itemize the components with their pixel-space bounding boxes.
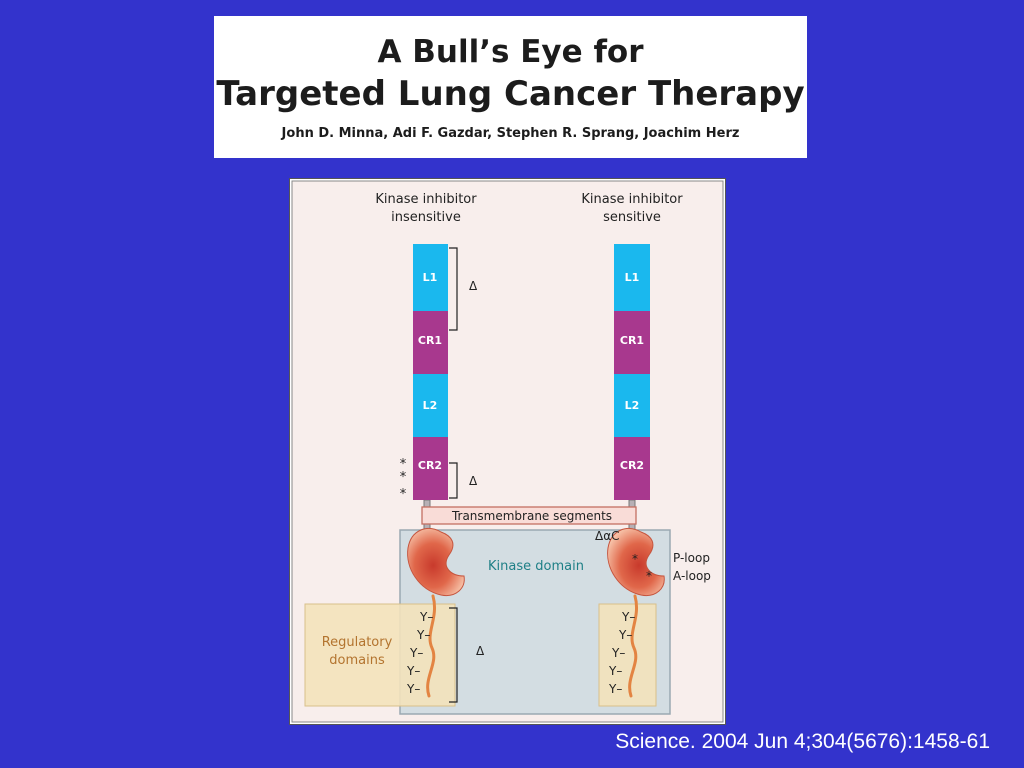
left-heading-line-2: insensitive (391, 210, 461, 225)
segment-label: CR2 (620, 459, 644, 472)
segment-l1-right (614, 244, 650, 311)
regulatory-label-line-1: Regulatory (322, 635, 393, 650)
receptor-column-right: L1 CR1 L2 CR2 (614, 244, 650, 500)
left-heading-line-1: Kinase inhibitor (375, 192, 477, 207)
segment-label: L1 (625, 271, 640, 284)
a-loop-label: A-loop (673, 569, 711, 583)
tyrosine-labels-right: Y– Y– Y– Y– Y– (608, 610, 635, 696)
tyrosine-label: Y– (409, 646, 423, 660)
tyrosine-label: Y– (406, 664, 420, 678)
segment-label: L2 (625, 399, 640, 412)
mutation-star: * (400, 470, 407, 485)
citation: Science. 2004 Jun 4;304(5676):1458-61 (615, 730, 990, 753)
delta-label-top: Δ (469, 279, 478, 293)
author-list: John D. Minna, Adi F. Gazdar, Stephen R.… (281, 126, 740, 141)
mutation-star: * (400, 457, 407, 472)
tyrosine-label: Y– (406, 682, 420, 696)
mutation-star: * (632, 552, 638, 566)
tyrosine-chain-left (426, 594, 436, 698)
title-banner: A Bull’s Eye for Targeted Lung Cancer Th… (214, 16, 807, 158)
right-heading-line-1: Kinase inhibitor (581, 192, 683, 207)
segment-l2-left (413, 374, 448, 437)
kinase-lobe-left (407, 528, 465, 597)
egfr-diagram-svg: Kinase inhibitor insensitive Kinase inhi… (289, 178, 726, 725)
segment-cr1-right (614, 311, 650, 374)
mutation-star: * (646, 569, 652, 583)
tyrosine-label: Y– (608, 682, 622, 696)
tyrosine-label: Y– (419, 610, 433, 624)
segment-cr1-left (413, 311, 448, 374)
kinase-lobe-right (607, 528, 665, 597)
tyrosine-chain-right (628, 594, 638, 698)
delta-label-bottom: Δ (476, 644, 485, 658)
tyrosine-label: Y– (618, 628, 632, 642)
tyrosine-label: Y– (621, 610, 635, 624)
right-heading-line-2: sensitive (603, 210, 661, 225)
egfr-diagram: Kinase inhibitor insensitive Kinase inhi… (289, 178, 726, 725)
regulatory-label-line-2: domains (329, 653, 385, 668)
segment-cr2-right (614, 437, 650, 500)
title-line-1: A Bull’s Eye for (377, 34, 644, 70)
receptor-column-left: L1 CR1 L2 CR2 (413, 244, 448, 500)
p-loop-label: P-loop (673, 551, 710, 565)
regulatory-domain-box-left (304, 603, 456, 707)
delta-alpha-c-label: ΔαC (595, 529, 620, 543)
mutation-star: * (400, 487, 407, 502)
segment-l2-right (614, 374, 650, 437)
segment-label: L1 (423, 271, 438, 284)
deletion-bracket-middle (449, 462, 458, 499)
transmembrane-label: Transmembrane segments (451, 509, 612, 523)
segment-label: CR2 (418, 459, 442, 472)
deletion-bracket-top (449, 247, 458, 331)
title-line-2: Targeted Lung Cancer Therapy (216, 74, 805, 114)
tyrosine-label: Y– (416, 628, 430, 642)
tyrosine-label: Y– (611, 646, 625, 660)
segment-l1-left (413, 244, 448, 311)
tyrosine-labels-left: Y– Y– Y– Y– Y– (406, 610, 433, 696)
tyrosine-label: Y– (608, 664, 622, 678)
deletion-bracket-bottom (449, 607, 458, 703)
segment-label: CR1 (418, 334, 442, 347)
delta-label-middle: Δ (469, 474, 478, 488)
regulatory-domain-box-right (598, 603, 657, 707)
kinase-domain-label: Kinase domain (488, 559, 584, 574)
segment-cr2-left (413, 437, 448, 500)
segment-label: L2 (423, 399, 438, 412)
segment-label: CR1 (620, 334, 644, 347)
transmembrane-bar (421, 506, 637, 525)
